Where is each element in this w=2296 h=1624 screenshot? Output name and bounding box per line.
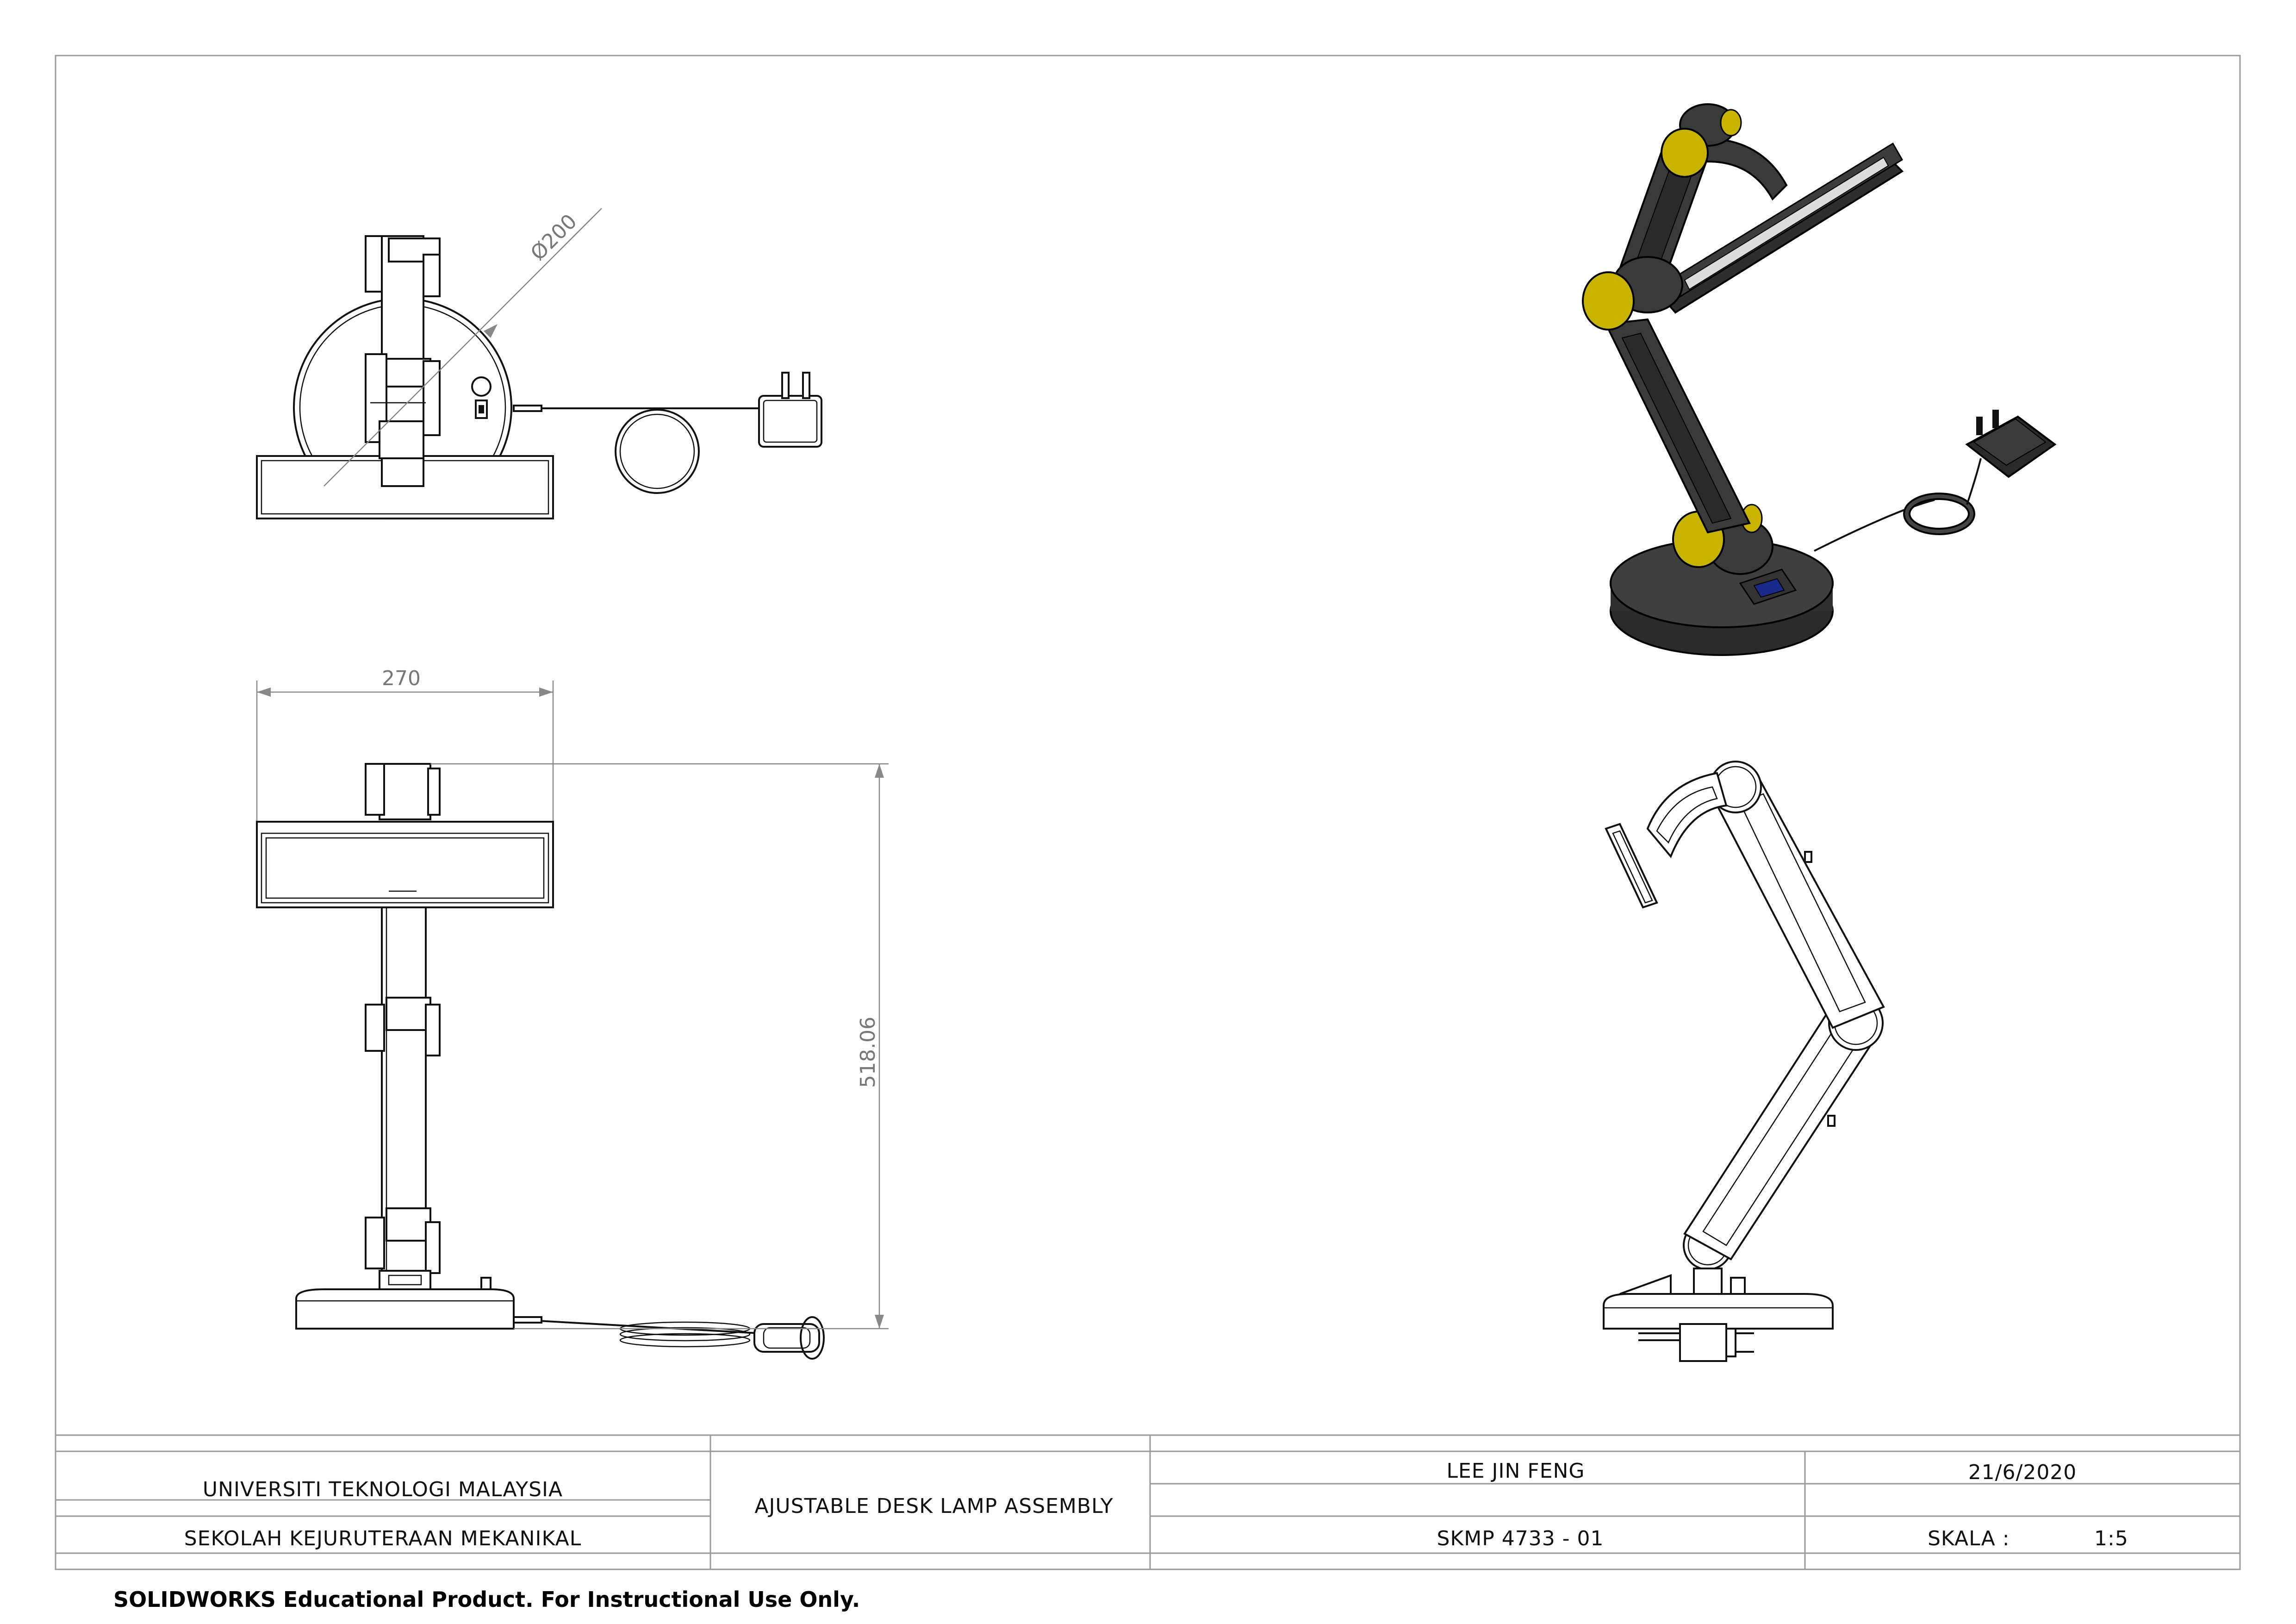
front-view: 270 <box>256 667 889 1360</box>
scale-value: 1:5 <box>2094 1527 2128 1550</box>
scale-label: SKALA : <box>1928 1527 2010 1550</box>
faculty-name: SEKOLAH KEJURUTERAAN MEKANIKAL <box>184 1527 581 1550</box>
width-dimension: 270 <box>382 667 421 690</box>
sheet-border <box>55 55 2241 1570</box>
university-name: UNIVERSITI TEKNOLOGI MALAYSIA <box>203 1478 563 1501</box>
educational-watermark: SOLIDWORKS Educational Product. For Inst… <box>113 1587 860 1612</box>
title-block: UNIVERSITI TEKNOLOGI MALAYSIA SEKOLAH KE… <box>56 1434 2240 1569</box>
side-view <box>1603 761 1885 1362</box>
height-dimension: 518.06 <box>856 1017 880 1088</box>
author-name: LEE JIN FENG <box>1446 1459 1585 1483</box>
isometric-view <box>1582 103 2057 656</box>
top-view: Ø200 <box>256 208 822 519</box>
course-code: SKMP 4733 - 01 <box>1437 1527 1604 1550</box>
drawing-title: AJUSTABLE DESK LAMP ASSEMBLY <box>754 1494 1113 1518</box>
drawing-date: 21/6/2020 <box>1968 1461 2077 1484</box>
